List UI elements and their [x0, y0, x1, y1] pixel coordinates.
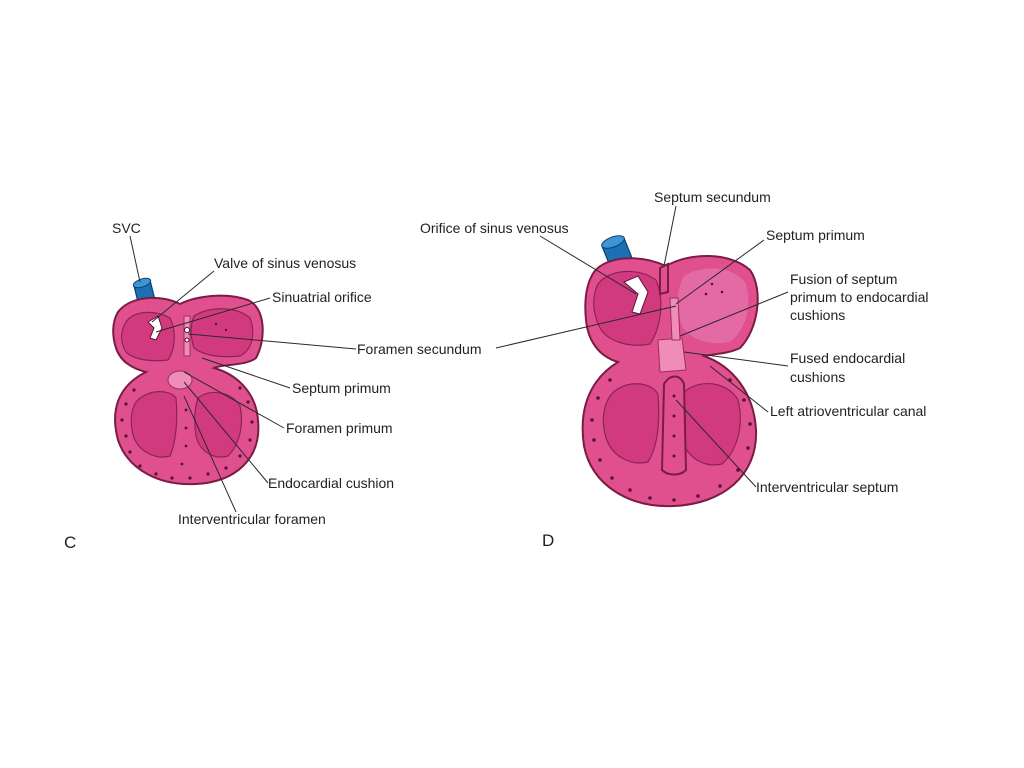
panel-d-interventricular-septum — [660, 375, 688, 476]
panel-d-vessel-opening — [601, 235, 625, 249]
panel-d-septum-secundum — [659, 262, 669, 296]
label-valve-sinus-venosus: Valve of sinus venosus — [214, 255, 356, 271]
panel-d-left-atrium — [677, 268, 749, 344]
label-fused-line-1: Fused endocardial — [790, 350, 905, 366]
panel-c-leader-lines — [129, 235, 357, 513]
leader-left-av-canal — [709, 365, 769, 413]
leader-septum-primum-c — [201, 357, 291, 389]
panel-d-left-ventricle — [678, 383, 741, 466]
svc-vessel-opening — [132, 277, 152, 289]
panel-c-wall-texture — [120, 322, 254, 480]
panel-c-foramen-secundum-hole — [184, 327, 190, 333]
leader-valve-sinus-venosus — [151, 270, 215, 323]
panel-c-labels: SVC Valve of sinus venosus Sinuatrial or… — [64, 220, 482, 552]
panel-c-sinuatrial-orifice-slit — [147, 315, 163, 341]
leader-foramen-primum — [183, 371, 285, 429]
panel-d-septum-primum — [669, 297, 681, 341]
leader-fused-endocardial-cushions — [683, 351, 789, 367]
panel-d-letter: D — [542, 531, 554, 550]
leader-interventricular-septum — [675, 399, 757, 488]
leader-svc — [129, 235, 141, 283]
leader-interventricular-foramen — [183, 395, 237, 513]
label-sinuatrial-orifice: Sinuatrial orifice — [272, 289, 372, 305]
panel-d-leader-lines — [495, 205, 789, 488]
panel-d-labels: Septum secundum Orifice of sinus venosus… — [420, 189, 929, 550]
label-foramen-secundum: Foramen secundum — [357, 341, 482, 357]
leader-fusion-septum-primum — [679, 291, 789, 337]
label-fusion-line-1: Fusion of septum — [790, 271, 897, 287]
leader-orifice-sinus-venosus — [539, 235, 637, 295]
panel-c-right-ventricle — [130, 391, 178, 458]
label-interventricular-foramen: Interventricular foramen — [178, 511, 326, 527]
panel-c-left-atrium — [190, 308, 254, 358]
panel-c-right-atrium — [120, 311, 175, 362]
label-svc: SVC — [112, 220, 141, 236]
label-septum-secundum: Septum secundum — [654, 189, 771, 205]
panel-c-septum-primum — [183, 315, 191, 357]
label-orifice-sinus-venosus: Orifice of sinus venosus — [420, 220, 569, 236]
panel-c-endocardial-cushion — [167, 370, 193, 390]
panel-d-heart — [581, 235, 759, 508]
label-fused-line-2: cushions — [790, 369, 845, 385]
label-foramen-primum: Foramen primum — [286, 420, 393, 436]
leader-sinuatrial-orifice — [155, 297, 271, 333]
label-endocardial-cushion: Endocardial cushion — [268, 475, 394, 491]
label-fusion-line-2: primum to endocardial — [790, 289, 929, 305]
leader-septum-secundum — [663, 205, 677, 267]
label-fusion-line-3: cushions — [790, 307, 845, 323]
label-left-av-canal: Left atrioventricular canal — [770, 403, 926, 419]
leader-septum-primum-d — [675, 239, 765, 305]
label-septum-primum-c: Septum primum — [292, 380, 391, 396]
leader-foramen-secundum-d — [495, 305, 677, 349]
panel-c-heart — [112, 277, 264, 486]
label-septum-primum-d: Septum primum — [766, 227, 865, 243]
panel-c-letter: C — [64, 533, 76, 552]
panel-c-foramen-secundum-hole-2 — [184, 337, 190, 343]
leader-foramen-secundum-c — [187, 333, 357, 350]
panel-d-right-ventricle — [602, 383, 660, 464]
panel-c-left-ventricle — [194, 391, 243, 458]
leader-endocardial-cushion — [183, 381, 269, 484]
panel-d-fused-endocardial-cushions — [657, 337, 687, 373]
panel-d-wall-texture — [590, 282, 752, 502]
label-interventricular-septum: Interventricular septum — [756, 479, 898, 495]
